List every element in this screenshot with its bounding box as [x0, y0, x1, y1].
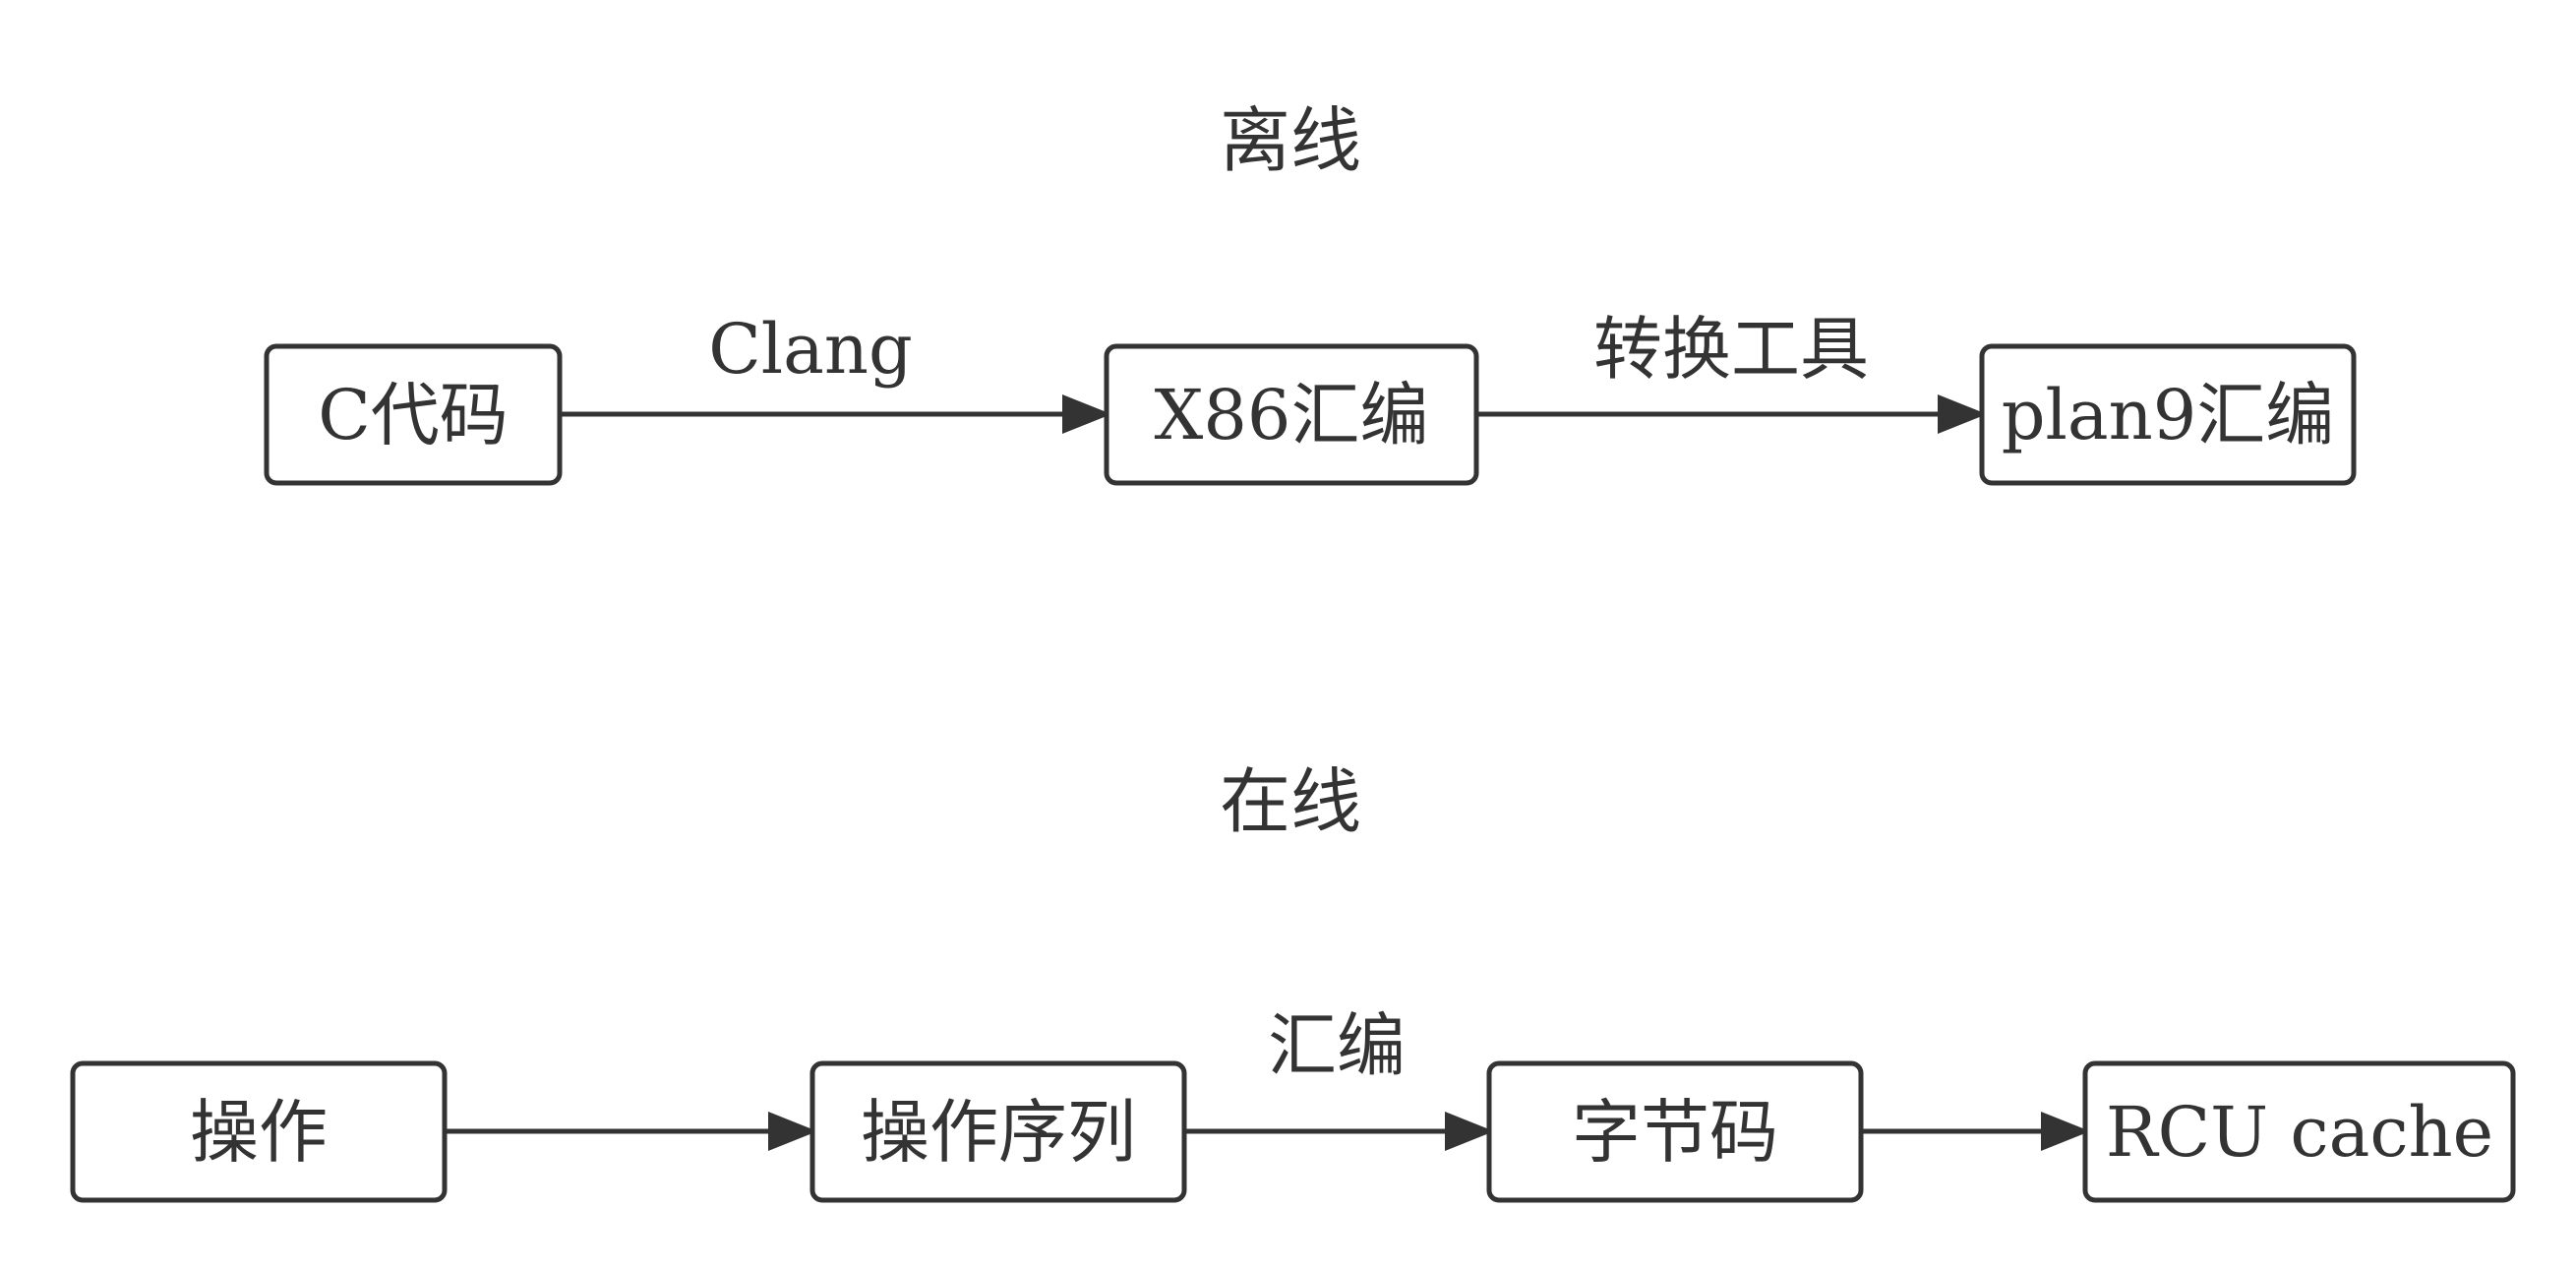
online-edge-assemble: 汇编: [1184, 1005, 1494, 1151]
offline-node-x86-asm[interactable]: X86汇编: [1104, 343, 1479, 486]
online-edge-assemble-label: 汇编: [1268, 1005, 1406, 1086]
offline-node-c-code[interactable]: C代码: [264, 343, 563, 486]
offline-edge-converter: 转换工具: [1476, 309, 1987, 434]
offline-edge-clang: Clang: [560, 309, 1111, 434]
offline-edge-clang-label: Clang: [708, 309, 913, 390]
offline-node-c-code-label: C代码: [318, 375, 509, 455]
online-node-operation-sequence[interactable]: 操作序列: [809, 1060, 1187, 1203]
online-node-rcu-cache-label: RCU cache: [2106, 1092, 2493, 1173]
online-node-bytecode[interactable]: 字节码: [1486, 1060, 1864, 1203]
offline-node-plan9-asm[interactable]: plan9汇编: [1979, 343, 2357, 486]
online-node-operation-label: 操作: [190, 1092, 328, 1173]
offline-section-title: 离线: [1220, 99, 1361, 182]
online-node-rcu-cache[interactable]: RCU cache: [2082, 1060, 2516, 1203]
online-node-bytecode-label: 字节码: [1572, 1092, 1778, 1173]
offline-node-x86-asm-label: X86汇编: [1155, 375, 1429, 455]
offline-edge-converter-label: 转换工具: [1593, 309, 1869, 390]
offline-node-plan9-asm-label: plan9汇编: [2002, 375, 2335, 455]
online-node-operation-sequence-label: 操作序列: [861, 1092, 1136, 1173]
online-node-operation[interactable]: 操作: [70, 1060, 448, 1203]
online-section-title: 在线: [1220, 760, 1361, 843]
